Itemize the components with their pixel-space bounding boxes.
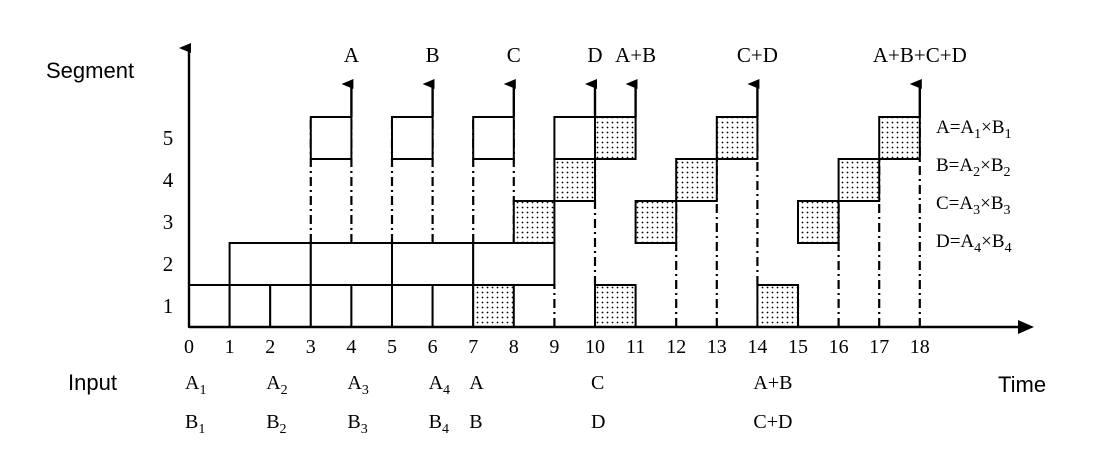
stage-box	[228, 242, 312, 286]
segment-tick-labels: 1 2 3 4 5	[163, 126, 174, 318]
stage-box	[269, 284, 312, 328]
input-operand-label: A+B	[753, 372, 792, 394]
time-tick-label: 16	[829, 336, 849, 358]
addition-stage-box	[634, 200, 678, 244]
time-tick-label: 7	[468, 336, 478, 358]
time-tick-label: 0	[184, 336, 194, 358]
time-tick-label: 10	[585, 336, 605, 358]
addition-stage-box	[715, 116, 759, 160]
input-operand-label: D	[591, 411, 605, 433]
stage-box	[188, 284, 231, 328]
result-label: B	[426, 43, 440, 67]
time-tick-label: 2	[265, 336, 275, 358]
time-axis-arrow-icon	[1018, 320, 1034, 334]
input-operand-label: B4	[429, 411, 449, 437]
time-tick-label: 11	[626, 336, 645, 358]
input-operand-label: B	[469, 411, 482, 433]
time-tick-label: 17	[869, 336, 889, 358]
product-definitions: A=A1×B1B=A2×B2C=A3×B3D=A4×B4	[936, 117, 1012, 256]
result-label: A	[344, 43, 360, 67]
addition-stage-box	[837, 158, 881, 202]
time-tick-label: 5	[387, 336, 397, 358]
stage-box	[309, 284, 353, 328]
segment-tick-label: 3	[163, 210, 174, 234]
input-labels: A1 A2 A3 A4 A C A+B B1 B2 B3 B4 B D C+D	[185, 372, 792, 437]
segment-tick-label: 4	[163, 168, 174, 192]
time-tick-label: 1	[225, 336, 235, 358]
stage-box	[472, 242, 556, 286]
addition-stage-box	[797, 200, 840, 244]
addition-stage-box	[675, 158, 718, 202]
stage-box	[431, 284, 475, 328]
stage-box	[391, 242, 475, 286]
segment-axis-label: Segment	[46, 58, 134, 83]
stage-box	[391, 116, 434, 160]
result-label: C+D	[737, 43, 778, 67]
time-tick-label: 15	[788, 336, 808, 358]
stage-box	[350, 284, 393, 328]
product-definition: C=A3×B3	[936, 193, 1011, 218]
addition-stage-box	[756, 284, 800, 328]
result-label: D	[587, 43, 602, 67]
time-tick-label: 4	[346, 336, 356, 358]
input-operand-label: C+D	[753, 411, 792, 433]
stage-box	[553, 116, 597, 160]
time-tick-label: 13	[707, 336, 727, 358]
segment-tick-label: 2	[163, 252, 174, 276]
result-label: A+B+C+D	[873, 43, 967, 67]
stage-box	[391, 284, 434, 328]
result-label: C	[507, 43, 521, 67]
input-axis-label: Input	[68, 370, 117, 395]
time-tick-label: 14	[747, 336, 767, 358]
input-operand-label: A	[469, 372, 484, 394]
addition-stage-box	[594, 116, 637, 160]
stage-box	[309, 116, 353, 160]
time-tick-label: 6	[428, 336, 438, 358]
addition-stage-box	[512, 200, 556, 244]
result-labels: A B C D A+B C+D A+B+C+D	[344, 43, 967, 67]
product-definition: D=A4×B4	[936, 231, 1012, 256]
time-axis-label: Time	[998, 372, 1046, 397]
stage-boxes	[188, 116, 921, 328]
segment-tick-label: 5	[163, 126, 174, 150]
time-tick-label: 12	[666, 336, 686, 358]
input-operand-label: A3	[347, 372, 368, 398]
input-operand-label: B3	[347, 411, 367, 437]
stage-box	[472, 116, 515, 160]
addition-stage-box	[594, 284, 637, 328]
time-tick-label: 3	[306, 336, 316, 358]
addition-stage-box	[472, 284, 515, 328]
addition-stage-box	[878, 116, 921, 160]
segment-tick-label: 1	[163, 294, 174, 318]
input-operand-label: A4	[429, 372, 450, 398]
input-operand-label: A1	[185, 372, 206, 398]
stage-box	[228, 284, 272, 328]
product-definition: B=A2×B2	[936, 155, 1011, 180]
input-operand-label: B1	[185, 411, 205, 437]
input-operand-label: C	[591, 372, 604, 394]
time-tick-label: 8	[509, 336, 519, 358]
time-tick-label: 9	[549, 336, 559, 358]
output-arrows	[341, 79, 922, 117]
result-label: A+B	[615, 43, 656, 67]
input-operand-label: A2	[266, 372, 287, 398]
input-operand-label: B2	[266, 411, 286, 437]
time-tick-label: 18	[910, 336, 930, 358]
stage-box	[309, 242, 393, 286]
addition-stage-box	[553, 158, 597, 202]
product-definition: A=A1×B1	[936, 117, 1012, 142]
